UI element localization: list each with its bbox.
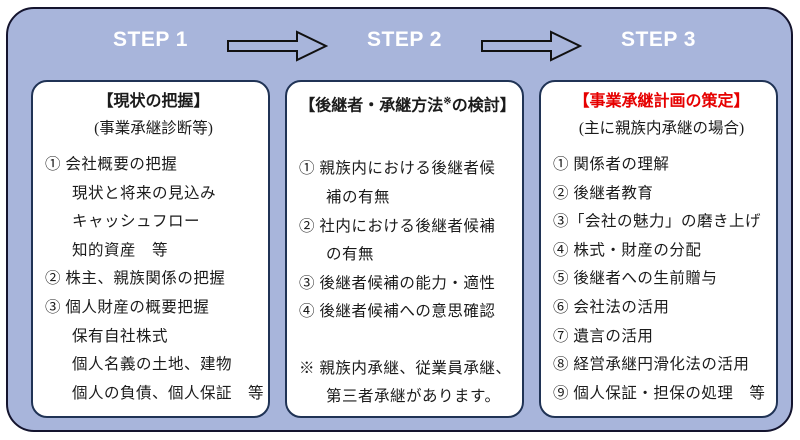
- reference-mark: ※: [443, 96, 452, 107]
- card-item-list: ① 関係者の理解 ② 後継者教育 ③「会社の魅力」の磨き上げ ④ 株式・財産の分…: [551, 151, 772, 408]
- list-item: ① 親族内における後継者候: [299, 160, 496, 178]
- card-step1-current-status: 【現状の把握】 (事業承継診断等) ① 会社概要の把握 現状と将来の見込み キャ…: [31, 80, 270, 418]
- list-item: 知的資産 等: [72, 241, 169, 259]
- list-item: ③「会社の魅力」の磨き上げ: [553, 213, 762, 231]
- card-step3-succession-plan: 【事業承継計画の策定】 (主に親族内承継の場合) ① 関係者の理解 ② 後継者教…: [539, 80, 778, 418]
- step-2-label: STEP 2: [367, 28, 442, 51]
- list-item: ④ 後継者候補への意思確認: [299, 303, 496, 321]
- card-title: 【現状の把握】: [97, 93, 210, 110]
- list-item: 保有自社株式: [72, 327, 169, 345]
- list-item: 個人名義の土地、建物: [72, 356, 233, 374]
- list-item: ② 株主、親族関係の把握: [45, 270, 226, 288]
- list-item: ⑤ 後継者への生前贈与: [553, 270, 718, 288]
- list-item: ① 関係者の理解: [553, 156, 670, 173]
- card-item-list: ① 会社概要の把握 現状と将来の見込み キャッシュフロー 知的資産 等 ② 株主…: [43, 151, 264, 408]
- card-title-text: 【後継者・承継方法: [299, 97, 444, 115]
- list-item: 補の有無: [326, 188, 391, 206]
- list-item: ⑦ 遺言の活用: [553, 327, 654, 345]
- list-item: ① 会社概要の把握: [45, 156, 178, 173]
- card-item-list: ① 親族内における後継者候 補の有無 ② 社内における後継者候補 の有無 ③ 後…: [297, 155, 518, 412]
- step-1-label: STEP 1: [113, 28, 188, 51]
- card-subtitle: (事業承継診断等): [94, 120, 213, 137]
- card-title: 【事業承継計画の策定】: [573, 93, 750, 110]
- footnote: ※ 親族内承継、従業員承継、 第三者承継があります。: [297, 355, 518, 412]
- footnote-line: 第三者承継があります。: [326, 388, 501, 406]
- list-item: の有無: [326, 246, 375, 264]
- list-item: キャッシュフロー: [72, 213, 201, 231]
- list-item: ⑧ 経営承継円滑化法の活用: [553, 356, 750, 374]
- list-item: ② 社内における後継者候補: [299, 217, 496, 235]
- list-item: ④ 株式・財産の分配: [553, 241, 702, 259]
- list-item: ⑨ 個人保証・担保の処理 等: [553, 384, 766, 402]
- step-3-label: STEP 3: [621, 28, 696, 51]
- list-item: 個人の負債、個人保証 等: [72, 384, 265, 402]
- list-item: ③ 後継者候補の能力・適性: [299, 274, 496, 292]
- list-item: ② 後継者教育: [553, 184, 654, 202]
- card-step2-successor-review: 【後継者・承継方法※の検討】 ① 親族内における後継者候 補の有無 ② 社内にお…: [285, 80, 524, 418]
- right-arrow-icon: [481, 30, 582, 62]
- card-subtitle-spacer: [297, 119, 518, 146]
- right-arrow-icon: [227, 30, 328, 62]
- list-item: 現状と将来の見込み: [72, 184, 217, 202]
- footnote-line: ※ 親族内承継、従業員承継、: [299, 359, 512, 377]
- list-item: ③ 個人財産の概要把握: [45, 298, 210, 316]
- list-item: ⑥ 会社法の活用: [553, 298, 670, 316]
- card-title-text: の検討】: [451, 97, 516, 115]
- card-subtitle: (主に親族内承継の場合): [578, 120, 745, 137]
- card-title: 【後継者・承継方法※の検討】: [297, 88, 518, 119]
